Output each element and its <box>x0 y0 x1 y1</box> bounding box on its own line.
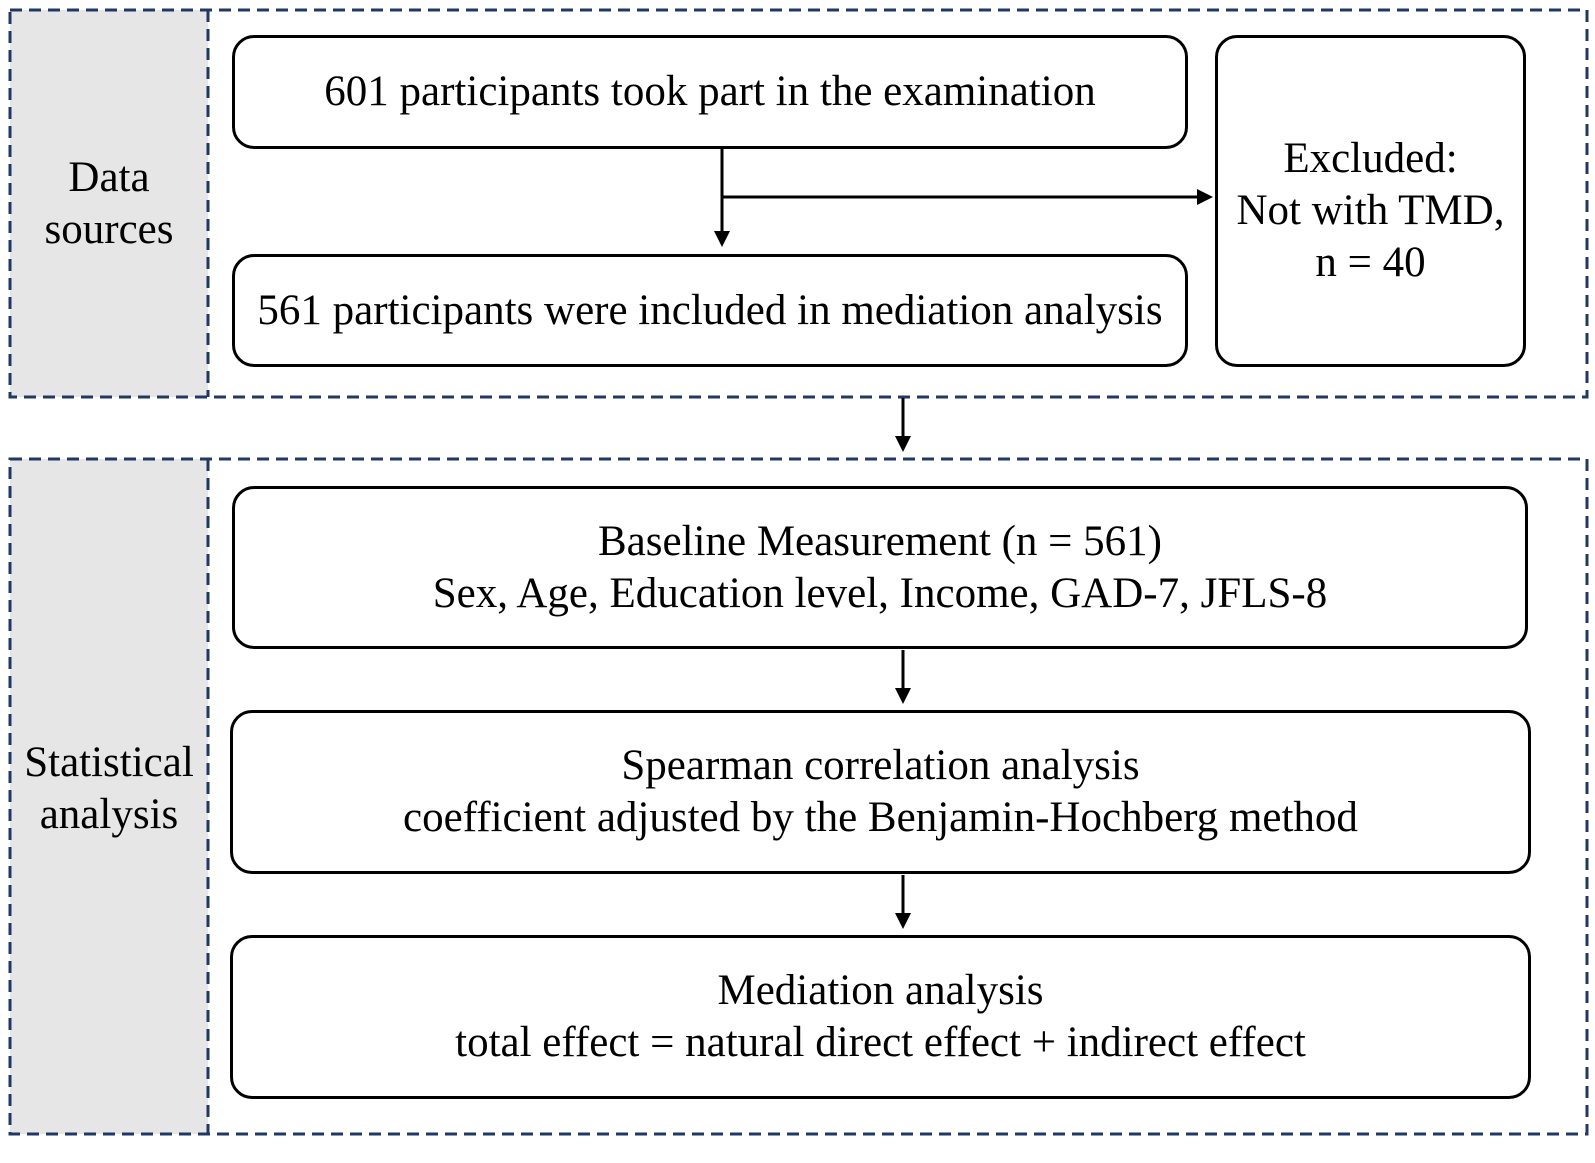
included-participants-text: 561 participants were included in mediat… <box>257 286 1163 334</box>
excluded-count: n = 40 <box>1315 239 1426 286</box>
statistical-analysis-label: Statistical analysis <box>24 738 194 838</box>
spearman-correlation-detail: coefficient adjusted by the Benjamin-Hoc… <box>403 794 1358 841</box>
data-sources-label: Data sources <box>44 153 174 253</box>
arrow-baseline-to-correlation <box>895 650 911 704</box>
arrow-to-excluded <box>722 189 1213 205</box>
arrow-examined-to-included <box>714 148 730 247</box>
excluded-box: Excluded: Not with TMD, n = 40 <box>1215 35 1526 367</box>
data-sources-label-panel: Data sources <box>10 10 208 397</box>
spearman-correlation-title: Spearman correlation analysis <box>621 742 1140 789</box>
excluded-reason: Not with TMD, <box>1236 187 1505 234</box>
excluded-heading: Excluded: <box>1283 135 1458 182</box>
examined-participants-text: 601 participants took part in the examin… <box>324 68 1096 115</box>
arrow-data-sources-to-statistical-analysis <box>895 398 911 452</box>
included-participants-box: 561 participants were included in mediat… <box>232 254 1188 367</box>
statistical-analysis-label-panel: Statistical analysis <box>10 459 208 1134</box>
mediation-analysis-detail: total effect = natural direct effect + i… <box>455 1019 1306 1066</box>
mediation-analysis-box: Mediation analysis total effect = natura… <box>230 935 1531 1099</box>
baseline-measurement-title: Baseline Measurement (n = 561) <box>598 517 1162 565</box>
examined-participants-box: 601 participants took part in the examin… <box>232 35 1188 149</box>
mediation-analysis-title: Mediation analysis <box>717 967 1044 1014</box>
arrow-correlation-to-mediation <box>895 875 911 929</box>
baseline-measurement-detail: Sex, Age, Education level, Income, GAD-7… <box>432 569 1328 617</box>
spearman-correlation-box: Spearman correlation analysis coefficien… <box>230 710 1531 874</box>
baseline-measurement-box: Baseline Measurement (n = 561) Sex, Age,… <box>232 486 1528 649</box>
